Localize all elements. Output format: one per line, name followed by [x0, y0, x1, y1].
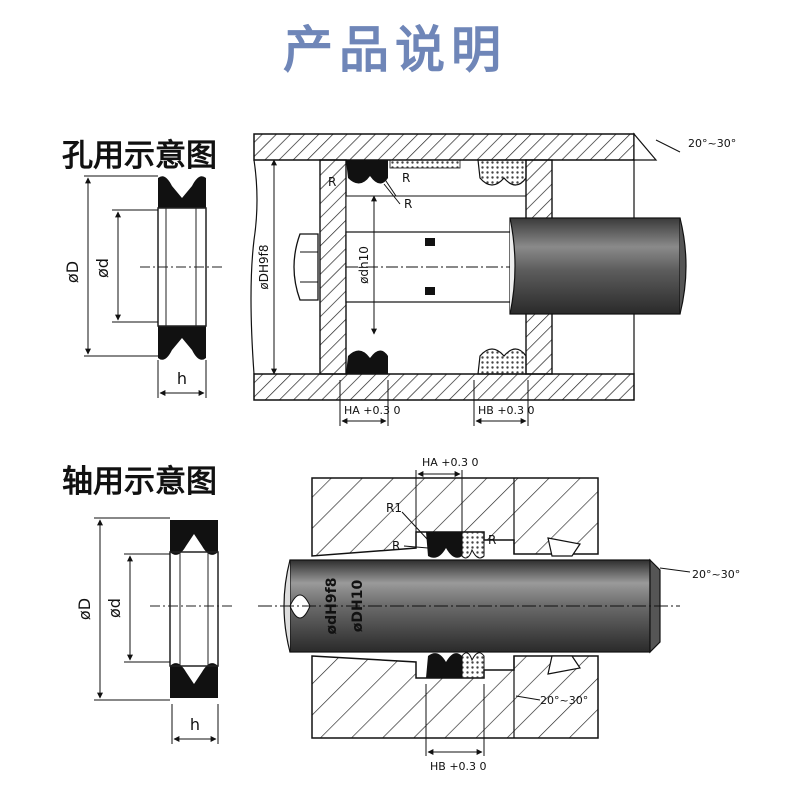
hole-radius-r-left: R: [328, 175, 336, 189]
page-title: 产品说明: [283, 21, 507, 79]
shaft-dim-d: ød: [105, 598, 124, 618]
shaft-rod-tolerance: ødH9f8: [324, 578, 340, 635]
hole-dim-d: ød: [93, 258, 112, 278]
shaft-assembly-dimensions: [401, 470, 691, 756]
hole-seal-section: [140, 176, 222, 360]
shaft-radius-r1: R1: [386, 501, 402, 515]
shaft-chamfer-angle-bottom: 20°~30°: [540, 694, 588, 707]
shaft-radius-r-left: R: [392, 539, 400, 553]
shaft-housing-assembly: [258, 477, 680, 739]
hole-groove-b: HB +0.3 0: [478, 404, 535, 417]
hole-dim-D: øD: [63, 261, 82, 283]
hole-dimension-lines: [84, 175, 207, 398]
hole-radius-r-bottom: R: [404, 197, 412, 211]
hole-chamfer-angle: 20°~30°: [688, 137, 736, 150]
shaft-seal-section: [150, 520, 234, 698]
hole-bore-tolerance: øDH9f8: [257, 244, 271, 289]
shaft-section-label: 轴用示意图: [62, 464, 217, 500]
hole-section-label: 孔用示意图: [62, 138, 217, 174]
hole-radius-r-top: R: [402, 171, 410, 185]
hole-rod-tolerance: ødh10: [357, 246, 371, 284]
shaft-dimension-lines: [94, 517, 219, 744]
hole-groove-a: HA +0.3 0: [344, 404, 401, 417]
shaft-dim-h: h: [190, 715, 200, 734]
hole-dim-h: h: [177, 369, 187, 388]
shaft-radius-r-right: R: [488, 533, 496, 547]
shaft-groove-b: HB +0.3 0: [430, 760, 487, 773]
shaft-bore-tolerance: øDH10: [350, 580, 366, 633]
hole-assembly-dimensions: [271, 139, 681, 426]
shaft-groove-a: HA +0.3 0: [422, 456, 479, 469]
shaft-dim-D: øD: [75, 598, 94, 620]
shaft-chamfer-angle-top: 20°~30°: [692, 568, 740, 581]
hole-cylinder-assembly: [250, 132, 687, 401]
